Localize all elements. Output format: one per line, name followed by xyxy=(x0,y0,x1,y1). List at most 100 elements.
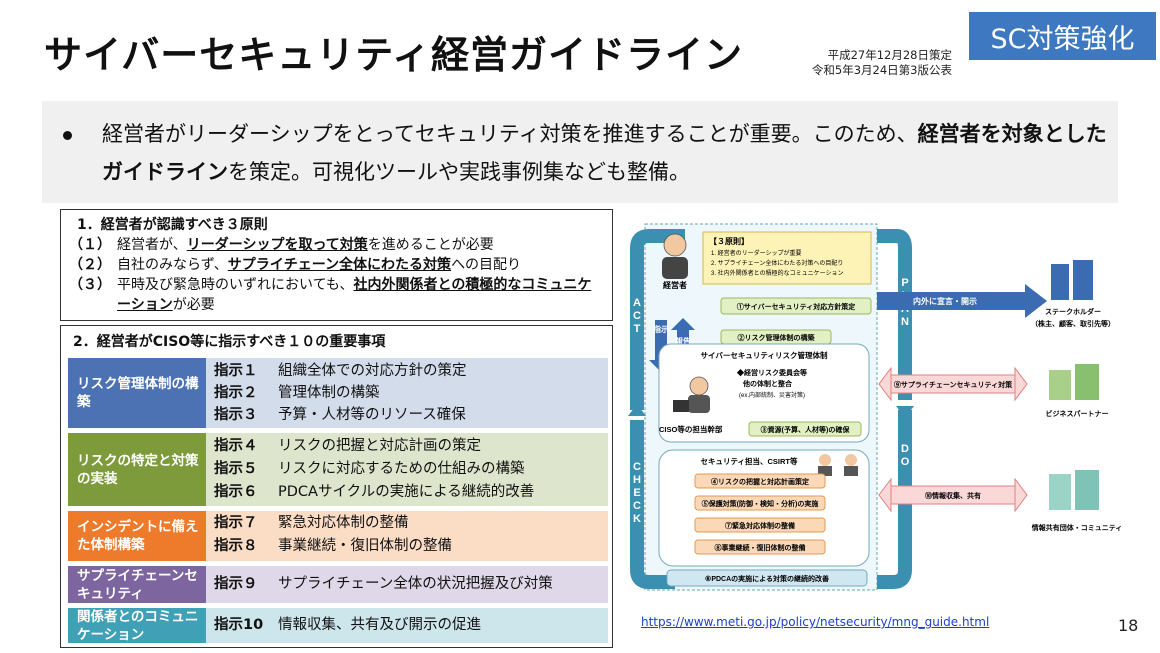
community-label: 情報共有団体・コミュニティ xyxy=(1032,523,1123,532)
directive-text: 情報収集、共有及び開示の促進 xyxy=(278,617,481,633)
risk-management-area xyxy=(658,343,870,443)
directive-number: 指示１ xyxy=(214,363,258,379)
directive-item: 指示３ 予算・人材等のリソース確保 xyxy=(214,405,466,425)
directive-number: 指示６ xyxy=(214,484,258,500)
directive-number: 指示５ xyxy=(214,461,258,477)
category-label: リスク管理体制の構築 xyxy=(68,358,206,428)
category-band xyxy=(206,433,608,506)
principle-item: （２） 自社のみならず、サプライチェーン全体にわたる対策への目配り xyxy=(69,255,604,275)
directive-text: PDCAサイクルの実施による継続的改善 xyxy=(278,484,535,500)
principle-item: （３） 平時及び緊急時のいずれにおいても、社内外関係者との積極的なコミュニケーシ… xyxy=(69,275,604,315)
category-label: リスクの特定と対策の実装 xyxy=(68,433,206,506)
community-building-icon xyxy=(1049,470,1099,510)
directive-text: 事業継続・復旧体制の整備 xyxy=(278,538,452,554)
reference-link[interactable]: https://www.meti.go.jp/policy/netsecurit… xyxy=(641,615,990,629)
page-number: 18 xyxy=(1118,616,1139,635)
principle-pre: 経営者が、 xyxy=(117,237,187,253)
directive-text: リスクの把握と対応計画の策定 xyxy=(278,438,481,454)
committee-line: 他の体制と整合 xyxy=(742,379,793,388)
summary-bold: 経営者を対象としたガイドライン xyxy=(102,122,1107,184)
directive-number: 指示７ xyxy=(214,515,258,531)
directive-text: 緊急対応体制の整備 xyxy=(278,515,409,531)
directives-heading: 2．経営者がCISO等に指示すべき１０の重要事項 xyxy=(73,334,386,350)
step4-label: ④リスクの把握と対応計画策定 xyxy=(711,477,809,486)
step3-box xyxy=(748,421,862,437)
stakeholder-sub-label: （株主、顧客、取引先等） xyxy=(1031,319,1115,328)
check-arrow xyxy=(630,420,675,589)
step7-box xyxy=(694,517,826,533)
directive-item: 指示６ PDCAサイクルの実施による継続的改善 xyxy=(214,482,534,502)
principles-note-item: 1. 経営者のリーダーシップが重要 xyxy=(711,249,802,257)
principles-note-title: 【３原則】 xyxy=(709,236,749,246)
step9-label: ⑨サプライチェーンセキュリティ対策 xyxy=(894,380,1013,389)
principle-emphasis: 社内外関係者との積極的なコミュニケーション xyxy=(117,277,592,313)
category-label: インシデントに備えた体制構築 xyxy=(68,511,206,561)
step5-box xyxy=(694,495,826,511)
category-band xyxy=(206,358,608,428)
infosharing-arrow-right xyxy=(1014,477,1028,513)
principle-text: 経営者が、リーダーシップを取って対策を進めることが必要 xyxy=(117,235,494,255)
principles-note-item: 3. 社内外関係者との積極的なコミュニケーション xyxy=(711,269,844,277)
date-revised: 令和5年3月24日第3版公表 xyxy=(811,63,952,77)
directive-text: 予算・人材等のリソース確保 xyxy=(278,407,466,423)
directive-item: 指示５ リスクに対応するための仕組みの構築 xyxy=(214,459,525,479)
publication-dates: 平成27年12月28日策定 令和5年3月24日第3版公表 xyxy=(770,48,952,78)
principle-post: を進めることが必要 xyxy=(367,237,494,253)
directive-text: 管理体制の構築 xyxy=(278,385,380,401)
bullet-icon xyxy=(63,131,72,140)
directive-text: リスクに対応するための仕組みの構築 xyxy=(278,461,525,477)
principle-emphasis: サプライチェーン全体にわたる対策 xyxy=(227,257,452,273)
step4-box xyxy=(694,473,826,489)
step1-box xyxy=(720,297,872,315)
principle-pre: 自社のみならず、 xyxy=(117,257,228,273)
category-band xyxy=(206,566,608,603)
disclose-label: 内外に宣言・開示 xyxy=(913,296,977,306)
three-principles-box: 1．経営者が認識すべき３原則 （１） 経営者が、リーダーシップを取って対策を進め… xyxy=(60,209,613,321)
act-arrow xyxy=(630,229,685,410)
report-label: 報告 xyxy=(675,336,691,346)
category-label: サプライチェーンセキュリティ xyxy=(68,566,206,603)
staff-figures xyxy=(818,454,858,476)
directive-number: 指示２ xyxy=(214,385,258,401)
step6-label: ⑥PDCAの実施による対策の継続的改善 xyxy=(705,574,829,583)
ciso-figure xyxy=(673,376,710,413)
directive-number: 指示３ xyxy=(214,407,258,423)
plan-arrow xyxy=(877,229,912,400)
stakeholder-building-icon xyxy=(1051,260,1093,300)
report-arrow-head xyxy=(671,318,695,330)
category-tag: SC対策強化 xyxy=(969,12,1156,60)
principle-pre: 平時及び緊急時のいずれにおいても、 xyxy=(117,277,354,293)
principle-post: が必要 xyxy=(172,297,215,313)
summary-box: 経営者がリーダーシップをとってセキュリティ対策を推進することが重要。このため、経… xyxy=(42,101,1118,203)
principle-text: 自社のみならず、サプライチェーン全体にわたる対策への目配り xyxy=(117,255,521,275)
risk-org-label: サイバーセキュリティリスク管理体制 xyxy=(701,350,828,360)
principles-note-item: 2. サプライチェーン全体にわたる対策への目配り xyxy=(711,259,843,267)
directive-text: サプライチェーン全体の状況把握及び対策 xyxy=(278,576,553,592)
directive-item: 指示７ 緊急対応体制の整備 xyxy=(214,513,409,533)
principles-note-box xyxy=(702,231,872,285)
committee-line: ◆経営リスク委員会等 xyxy=(736,368,807,377)
do-arrow xyxy=(877,410,912,589)
act-arrow-head xyxy=(628,404,646,416)
step8-label: ⑧事業継続・復旧体制の整備 xyxy=(715,543,806,552)
step2-label: ②リスク管理体制の構築 xyxy=(738,333,816,342)
disclose-arrow-head xyxy=(1025,284,1047,318)
stakeholder-label: ステークホルダー xyxy=(1045,307,1101,316)
executive-figure xyxy=(662,233,688,279)
step1-label: ①サイバーセキュリティ対応方針策定 xyxy=(737,302,855,311)
principle-number: （３） xyxy=(69,277,111,293)
directive-number: 指示９ xyxy=(214,576,258,592)
category-band xyxy=(206,608,608,643)
summary-part1: 経営者がリーダーシップをとってセキュリティ対策を推進することが重要。このため、 xyxy=(102,122,918,146)
step10-label: ⑩情報収集、共有 xyxy=(925,491,981,500)
partner-building-icon xyxy=(1049,364,1099,400)
principle-item: （１） 経営者が、リーダーシップを取って対策を進めることが必要 xyxy=(69,235,604,255)
step3-label: ③資源(予算、人材等)の確保 xyxy=(761,425,851,434)
